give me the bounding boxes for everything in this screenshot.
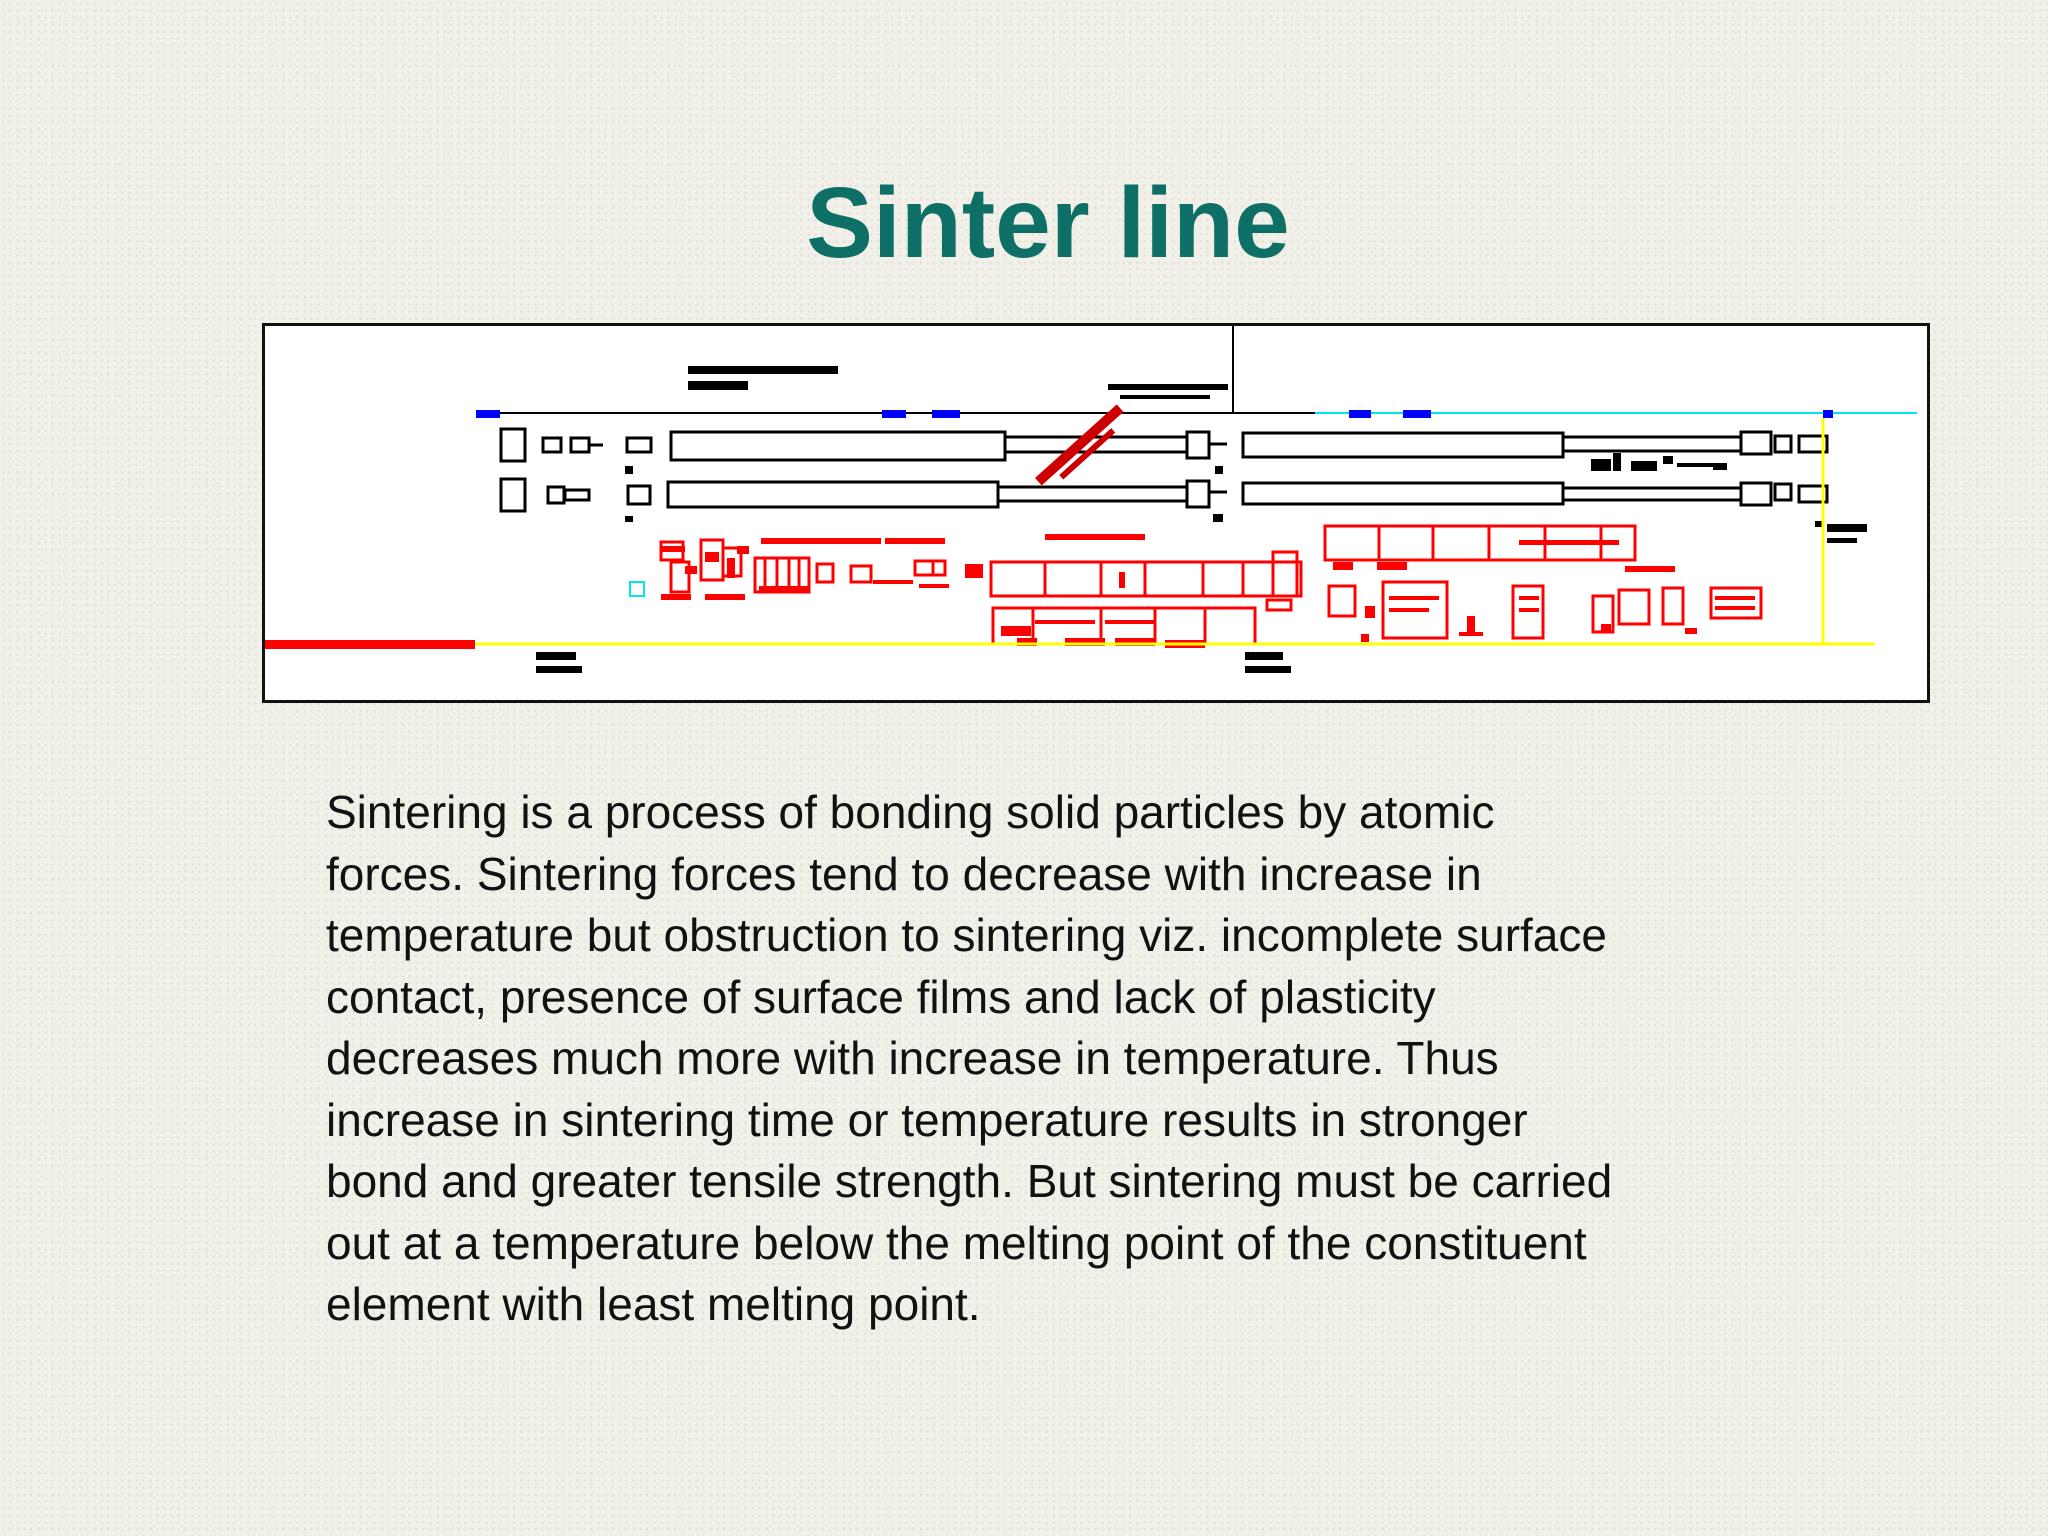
sinter-line-layout-diagram [262, 323, 1930, 703]
layout-drawing [265, 326, 1917, 673]
body-paragraph: Sintering is a process of bonding solid … [326, 786, 1613, 1330]
slide-title: Sinter line [806, 167, 1290, 279]
